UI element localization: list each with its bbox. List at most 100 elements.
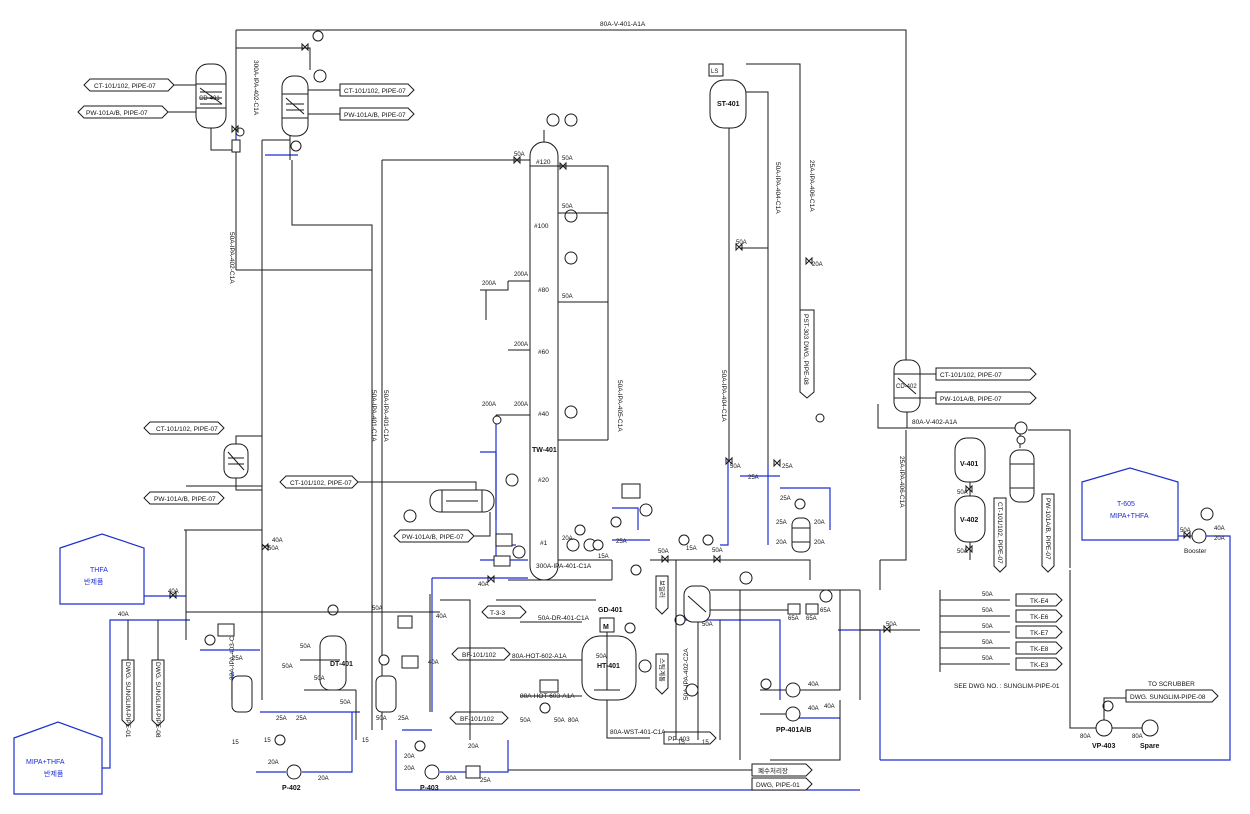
svg-text:BF-101/102: BF-101/102: [460, 716, 494, 723]
svg-text:20A: 20A: [562, 536, 573, 542]
vessel-left-b: [375, 654, 419, 713]
tower-tw-401: TW-401 #120 #100 #80 #60 #40 #20 #1 300A…: [529, 113, 597, 581]
offsheet-pp-403: PP-403: [663, 731, 717, 745]
svg-text:PW-101A/B, PIPE-07: PW-101A/B, PIPE-07: [940, 396, 1002, 403]
svg-text:SEE DWG NO. : SUNGLIM-PIPE-01: SEE DWG NO. : SUNGLIM-PIPE-01: [954, 683, 1060, 690]
offsheet-pw-1: PW-101A/B, PIPE-07: [77, 105, 196, 119]
svg-text:CD-402: CD-402: [896, 384, 917, 390]
svg-text:#80: #80: [538, 287, 549, 294]
svg-text:15: 15: [362, 738, 369, 744]
svg-text:40A: 40A: [808, 706, 819, 712]
svg-text:20A: 20A: [814, 520, 825, 526]
tower-left-feeds: 200A 200A 200A 200A 200A 50A 50A-IPA-401…: [370, 152, 530, 730]
offsheet-bf-2: BF-101/102: [449, 711, 509, 725]
svg-text:DWG, PIPE-01: DWG, PIPE-01: [756, 782, 800, 789]
svg-text:폐수처리장: 폐수처리장: [758, 766, 788, 775]
offsheet-dwg01: DWG, PIPE-01: [751, 777, 813, 791]
tank-tk-e4: TK-E4: [1015, 593, 1063, 607]
svg-text:DWG. SUNGLIM-PIPE-08: DWG. SUNGLIM-PIPE-08: [1130, 694, 1206, 701]
svg-text:#40: #40: [538, 411, 549, 418]
svg-text:50A: 50A: [596, 654, 607, 660]
offsheet-scrubber: DWG. SUNGLIM-PIPE-08 TO SCRUBBER: [1125, 681, 1219, 703]
svg-text:40A: 40A: [428, 660, 439, 666]
svg-text:CD-401: CD-401: [199, 96, 220, 102]
svg-text:80A: 80A: [446, 776, 457, 782]
offsheet-ct-5: CT-101/102, PIPE-07: [143, 421, 225, 435]
svg-text:50A: 50A: [730, 464, 741, 470]
tower-label: TW-401: [532, 447, 557, 454]
offsheet-waste: 폐수처리장: [508, 763, 813, 777]
svg-text:80A: 80A: [568, 718, 579, 724]
svg-text:50A: 50A: [982, 656, 993, 662]
offsheet-pw-6: PW-101A/B, PIPE-07: [393, 512, 491, 543]
instrument-bubbles: [235, 30, 1026, 714]
svg-text:50A: 50A: [562, 294, 573, 300]
svg-text:TK-E6: TK-E6: [1030, 614, 1049, 621]
svg-text:50A: 50A: [957, 490, 968, 496]
svg-text:50A-IPA-401-C1A: 50A-IPA-401-C1A: [370, 390, 377, 442]
svg-text:50A-IPA-404-C1A: 50A-IPA-404-C1A: [774, 162, 781, 214]
svg-text:50A: 50A: [282, 664, 293, 670]
svg-text:CT-101/102, PIPE-07: CT-101/102, PIPE-07: [996, 502, 1003, 564]
svg-text:MIPA+THFA: MIPA+THFA: [1110, 513, 1149, 520]
condenser-mid-left: [223, 435, 262, 491]
svg-text:40A: 40A: [1214, 526, 1225, 532]
svg-text:V-401: V-401: [960, 461, 978, 468]
tag-steam: 스팀계통: [655, 653, 669, 695]
svg-text:80A: 80A: [1132, 734, 1143, 740]
vessel-left-a: [204, 623, 253, 713]
svg-text:TK-E3: TK-E3: [1030, 662, 1049, 669]
svg-text:#20: #20: [538, 477, 549, 484]
svg-text:반제품: 반제품: [44, 769, 64, 778]
svg-text:50A: 50A: [736, 240, 747, 246]
svg-text:20A: 20A: [776, 540, 787, 546]
svg-text:50A: 50A: [562, 204, 573, 210]
svg-text:200A: 200A: [514, 342, 528, 348]
line-label-top: 80A-V-401-A1A: [600, 21, 646, 28]
svg-text:CT-101/102, PIPE-07: CT-101/102, PIPE-07: [290, 480, 352, 487]
svg-text:32A-IPA-403-C1A: 32A-IPA-403-C1A: [229, 628, 236, 680]
svg-text:50A-IPA-401-C1A: 50A-IPA-401-C1A: [382, 390, 389, 442]
condenser-piping: 50A-IPA-402-C1A 300A-IPA-402-C1A: [210, 60, 373, 730]
svg-text:50A: 50A: [982, 624, 993, 630]
svg-text:50A: 50A: [957, 549, 968, 555]
offsheet-ct-3: CT-101/102, PIPE-07: [935, 367, 1037, 381]
svg-text:65A: 65A: [820, 608, 831, 614]
svg-text:#120: #120: [536, 159, 551, 166]
svg-text:P-402: P-402: [282, 785, 301, 792]
svg-text:TK-E7: TK-E7: [1030, 630, 1049, 637]
exchanger-hx: 50A 15A 50A 65A 65A 65A 50A: [650, 534, 860, 740]
svg-text:50A: 50A: [562, 156, 573, 162]
offsheet-pst: PST-303 DWG, PIPE-08: [799, 309, 815, 399]
st401-label: ST-401: [717, 101, 740, 108]
svg-text:50A: 50A: [982, 608, 993, 614]
svg-text:50A: 50A: [376, 716, 387, 722]
svg-text:50A: 50A: [520, 718, 531, 724]
svg-text:50A-IPA-402-C1A: 50A-IPA-402-C1A: [228, 232, 235, 284]
svg-text:40A: 40A: [436, 614, 447, 620]
tag-boiler: 보일러: [655, 575, 669, 615]
pump-pp-401: PP-401A/B 40A 40A 40A: [760, 590, 841, 734]
svg-text:#100: #100: [534, 223, 549, 230]
offsheet-dwg-pipe01-left: DWG. SUNGLIM-PIPE-01: [121, 620, 135, 738]
svg-text:80A: 80A: [1080, 734, 1091, 740]
svg-text:15: 15: [264, 738, 271, 744]
offsheet-pw-4: PW-101A/B, PIPE-07: [1041, 493, 1055, 573]
svg-text:50A: 50A: [268, 546, 279, 552]
svg-text:PW-101A/B, PIPE-07: PW-101A/B, PIPE-07: [344, 112, 406, 119]
svg-text:M: M: [603, 624, 609, 631]
svg-text:20A: 20A: [268, 760, 279, 766]
svg-text:80A-HOT-603-A1A: 80A-HOT-603-A1A: [520, 693, 575, 700]
svg-text:20A: 20A: [404, 754, 415, 760]
svg-text:50A-IPA-405-C1A: 50A-IPA-405-C1A: [616, 380, 623, 432]
offsheet-ct-4: CT-101/102, PIPE-07: [993, 497, 1007, 573]
svg-text:25A: 25A: [748, 475, 759, 481]
svg-text:15A: 15A: [686, 546, 697, 552]
svg-text:25A: 25A: [276, 716, 287, 722]
svg-text:V-402: V-402: [960, 517, 978, 524]
svg-text:40A: 40A: [168, 589, 179, 595]
svg-text:25A: 25A: [782, 464, 793, 470]
svg-text:50A: 50A: [886, 622, 897, 628]
svg-text:50A: 50A: [982, 592, 993, 598]
svg-text:300A-IPA-402-C1A: 300A-IPA-402-C1A: [252, 60, 259, 116]
